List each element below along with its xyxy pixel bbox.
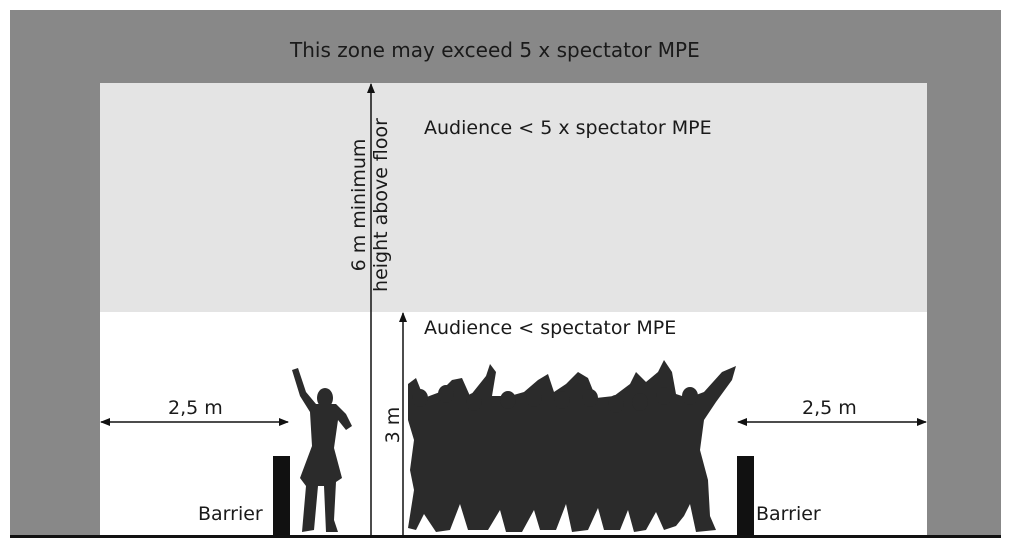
right-barrier [737, 456, 754, 536]
right-barrier-label: Barrier [756, 503, 821, 525]
crowd-silhouette [408, 360, 736, 532]
right-distance-label: 2,5 m [802, 397, 857, 419]
bottom-zone-label: Audience < spectator MPE [424, 317, 677, 339]
left-barrier [273, 456, 290, 536]
top-zone-label: This zone may exceed 5 x spectator MPE [290, 38, 700, 62]
middle-zone-label: Audience < 5 x spectator MPE [424, 117, 712, 139]
left-distance-label: 2,5 m [168, 397, 223, 419]
audience-5x-mpe-zone [100, 83, 927, 312]
lone-dancer-silhouette [292, 368, 352, 532]
left-barrier-label: Barrier [198, 503, 263, 525]
floor-line [10, 535, 1001, 538]
